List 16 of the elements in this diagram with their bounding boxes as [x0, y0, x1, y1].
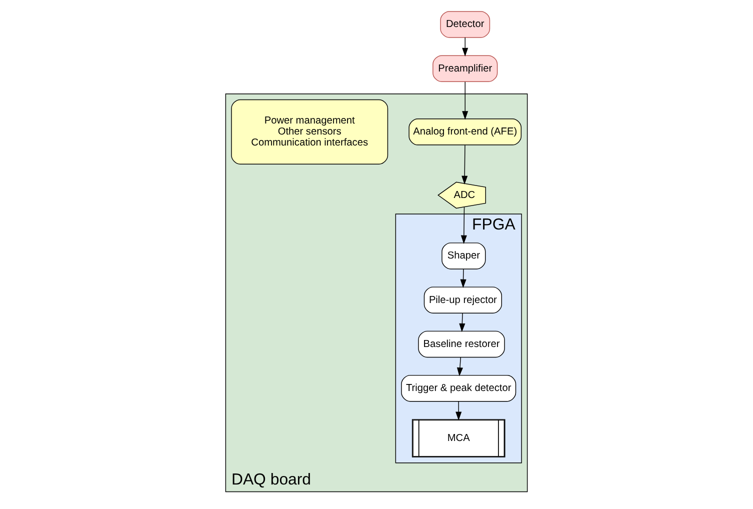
node-box: Pile-up rejector	[424, 286, 502, 314]
arrow	[456, 401, 462, 420]
arrow	[462, 37, 468, 56]
node-box: Analog front-end (AFE)	[408, 118, 522, 146]
node-box: Baseline restorer	[418, 330, 505, 358]
arrow	[459, 312, 466, 332]
node-box: Trigger & peak detector	[401, 374, 516, 402]
node-box: Shaper	[442, 242, 486, 270]
node-box: Power management Other sensors Communication interfaces	[231, 99, 388, 164]
node-box: Preamplifier	[432, 55, 498, 82]
arrow	[462, 144, 468, 185]
arrow	[460, 206, 467, 244]
arrow	[460, 268, 466, 288]
arrow	[462, 81, 468, 120]
arrow	[456, 356, 463, 376]
node-box: Detector	[440, 11, 490, 38]
